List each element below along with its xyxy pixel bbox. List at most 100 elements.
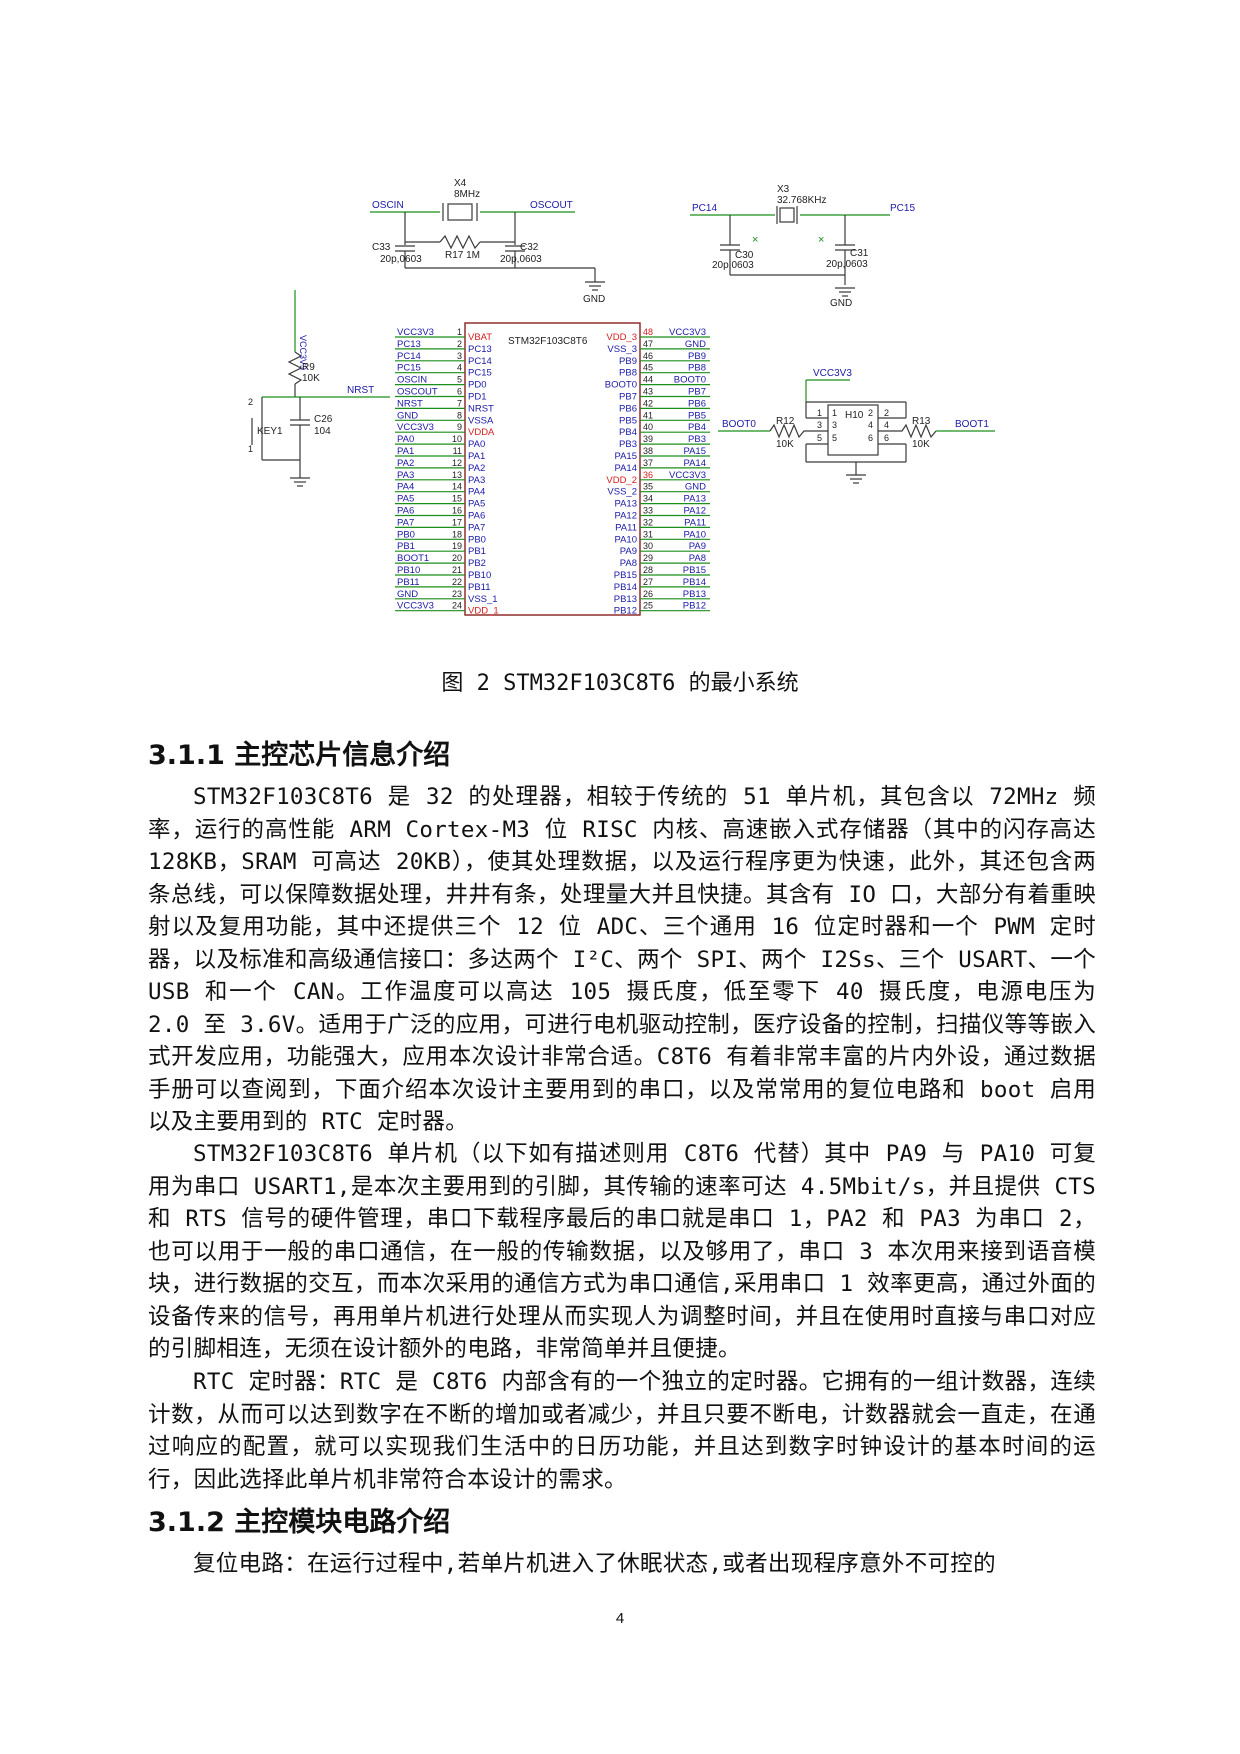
gnd-hs: GND [583,294,605,305]
net-nrst: NRST [347,385,374,396]
res-r9-value: 10K [302,373,320,384]
net-oscout: OSCOUT [530,200,573,211]
header-h10 [827,404,879,456]
resistor-r17 [439,234,481,250]
paragraph: STM32F103C8T6 是 32 的处理器，相较于传统的 51 单片机，其包… [148,784,1096,1135]
crystal-x4-value: 8MHz [454,189,480,200]
mcu-right-pin-number: 28 [643,565,653,575]
mcu-right-net-label: GND [685,339,706,350]
mcu-left-pin-number: 9 [457,422,462,432]
mcu-left-pin-name: PC13 [468,344,492,355]
mcu-right-net-label: PB7 [688,387,706,398]
mcu-right-pin-number: 36 [643,470,653,480]
cap-c26-ref: C26 [314,414,333,425]
key1-pin2: 2 [248,397,253,407]
mcu-right-pin-name: PA10 [614,534,637,545]
h10-pin-3: 3 [817,420,822,430]
mcu-left-pin-number: 10 [452,434,462,444]
mcu-left-net-label: PA1 [397,446,414,457]
mcu-left-net-label: VCC3V3 [397,601,434,612]
mcu-left-net-label: OSCIN [397,375,427,386]
resistor-r12 [769,423,828,439]
header-h10-ref: H10 [845,410,864,421]
h10-inner-5: 5 [832,433,837,443]
mcu-right-pin-number: 39 [643,434,653,444]
crystal-x3-value: 32.768KHz [777,195,826,206]
mcu-left-pin-number: 11 [453,446,462,456]
mcu-left-pin-name: PC14 [468,356,492,367]
mcu-right-net-label: VCC3V3 [669,327,706,338]
mcu-left-net-label: OSCOUT [397,387,438,398]
mcu-left-pin-number: 6 [457,387,462,397]
mcu-right-pin-name: PB13 [614,594,637,605]
h10-pin-6: 6 [884,433,889,443]
res-r13-ref: R13 [912,416,931,427]
cap-c32-ref: C32 [520,242,539,253]
mcu-left-pin-name: PA3 [468,475,485,486]
mcu-left-net-label: PB10 [397,565,420,576]
mcu-left-pin-number: 22 [452,577,462,587]
mcu-right-pin-name: PB8 [619,368,637,379]
mcu-left-pin-number: 19 [452,541,462,551]
h10-pin-4: 4 [884,420,889,430]
mcu-left-net-label: BOOT1 [397,553,429,564]
mcu-right-pin-name: PB9 [619,356,637,367]
mcu-left-net-label: NRST [397,398,423,409]
mcu-right-pin-number: 29 [643,553,653,563]
mcu-left-pin-name: PB1 [468,546,486,557]
mcu-right-pin-name: PB15 [614,570,637,581]
mcu-right-pin-number: 45 [643,363,653,373]
mcu-right-pin-name: PB14 [614,582,637,593]
res-r12-ref: R12 [776,416,795,427]
mcu-right-pin-name: PA15 [614,451,637,462]
cap-c26-value: 104 [314,426,331,437]
mcu-left-pin-name: PA0 [468,439,485,450]
mcu-right-net-label: PA10 [683,529,706,540]
mcu-left-pin-name: PB11 [468,582,491,593]
mcu-right-pin-name: VSS_3 [607,344,637,355]
mcu-left-pin-name: PB2 [468,558,486,569]
mcu-right-pin-name: PA14 [614,463,637,474]
mcu-left-net-label: PA6 [397,506,414,517]
mcu-left-pin-name: VBAT [468,332,492,343]
mcu-right-net-label: PB9 [688,351,706,362]
mcu-right-pin-number: 44 [643,375,653,385]
mcu-left-pin-number: 4 [457,363,462,373]
mcu-left-pin-number: 2 [457,339,462,349]
figure-caption: 图 2 STM32F103C8T6 的最小系统 [441,671,799,696]
mcu-left-pin-number: 13 [452,470,462,480]
mcu-right-pin-number: 35 [643,482,653,492]
res-r12-value: 10K [776,439,794,450]
cap-c31-ref: C31 [850,248,869,259]
net-oscin: OSCIN [372,200,404,211]
gnd-lse: GND [830,298,852,309]
net-boot1: BOOT1 [955,419,989,430]
resistor-r9 [287,351,303,385]
mcu-left-pin-number: 12 [452,458,462,468]
mcu-left-pin-number: 21 [452,565,462,575]
res-r13-value: 10K [912,439,930,450]
mcu-right-net-label: PB4 [688,422,706,433]
mcu-right-pin-number: 30 [643,541,653,551]
crystal-x4-ref: X4 [454,178,467,189]
mcu-left-pin-name: PB0 [468,534,486,545]
mcu-left-pin-name: NRST [468,403,494,414]
h10-pin-2: 2 [884,408,889,418]
h10-inner-1: 1 [832,408,837,418]
mcu-left-pin-name: PA2 [468,463,485,474]
net-vcc3v3-boot: VCC3V3 [813,368,852,379]
mcu-right-pin-name: PB3 [619,439,637,450]
paragraph: RTC 定时器：RTC 是 C8T6 内部含有的一个独立的定时器。它拥有的一组计… [148,1369,1096,1493]
mcu-right-net-label: PB14 [683,577,706,588]
mcu-right-net-label: PA12 [683,506,706,517]
h10-pin-5: 5 [817,433,822,443]
mcu-left-net-label: PB11 [397,577,420,588]
net-pc14: PC14 [692,203,717,214]
paragraph: 复位电路：在运行过程中,若单片机进入了休眠状态,或者出现程序意外不可控的 [193,1551,996,1577]
mcu-left-pin-number: 23 [452,589,462,599]
mcu-left-pin-name: PC15 [468,368,492,379]
mcu-right-pin-name: PA9 [620,546,637,557]
mcu-left-pin-number: 24 [452,601,462,611]
mcu-left-net-label: PA5 [397,494,414,505]
cap-c30-ref: C30 [735,250,754,261]
